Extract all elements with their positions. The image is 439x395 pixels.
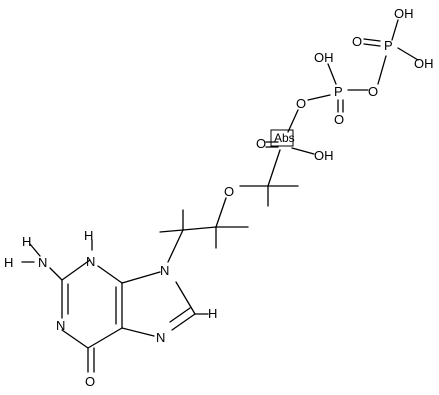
bond-n9-ch2a: [167, 229, 184, 263]
bond-bridge-o-p2: [307, 94, 331, 101]
bond-ch2a-ch2b: [182, 226, 217, 231]
bond-p1-oh: [291, 147, 315, 155]
atom-ether-o: O: [224, 184, 234, 199]
bond-p1-bridge-o: [287, 109, 299, 133]
stereo-marker-box: [270, 129, 294, 147]
bond-c8-n7-double: [169, 307, 191, 323]
bond-p3-o-double: [363, 43, 381, 47]
bond-p3-o-double-2: [363, 38, 381, 42]
atom-h-amino-left: H: [4, 255, 13, 270]
atom-p3-oh-top: OH: [394, 6, 414, 21]
atom-n3: N: [86, 254, 95, 269]
atom-h8: H: [208, 306, 217, 321]
bond-c6-c5: [87, 327, 123, 349]
atom-p2-oh: OH: [314, 50, 334, 65]
atom-n1: N: [56, 318, 65, 333]
atom-p3-o-double: O: [352, 34, 362, 49]
atom-p2-o-double: O: [334, 112, 344, 127]
bond-n1-c6: [61, 329, 89, 349]
stereo-marker: Abs: [270, 129, 295, 147]
atom-p1-o-double: O: [256, 136, 266, 151]
bond-ch2b-o: [215, 197, 227, 228]
atom-o6: O: [85, 374, 95, 389]
bond-p2-oh: [327, 63, 337, 85]
bond-n9-c8: [175, 281, 196, 315]
bonds: [21, 19, 419, 373]
bond-c2-n3: [61, 259, 91, 281]
bond-c5-n7: [121, 327, 155, 337]
atom-n9: N: [160, 263, 169, 278]
atom-p3-oh-right: OH: [414, 56, 434, 71]
atom-labels: H H N H N N O N N H O O OH O P O OH O P …: [4, 6, 434, 389]
atom-bridge-o2: O: [368, 84, 378, 99]
stereo-marker-label: Abs: [274, 131, 295, 145]
bond-bridge-o-p3: [377, 55, 387, 85]
bond-c8-n7: [171, 313, 196, 331]
bond-p3-oh-top: [391, 19, 399, 41]
bond-nh-top: [29, 243, 41, 257]
bond-ch2a-h1: [159, 229, 184, 233]
bond-n-c2: [49, 267, 63, 281]
atom-bridge-o1: O: [296, 96, 306, 111]
atom-p3: P: [384, 38, 393, 53]
bond-ch2c-p1: [267, 149, 281, 187]
atom-h3: H: [84, 228, 93, 243]
atom-p1-oh: OH: [314, 148, 334, 163]
atom-n7: N: [156, 330, 165, 345]
atom-p2: P: [334, 84, 343, 99]
bond-c4-n3: [97, 265, 123, 284]
atom-h-amino-top: H: [22, 234, 31, 249]
bond-c4-n9: [121, 271, 161, 284]
atom-n-amino: N: [38, 255, 47, 270]
bond-p3-oh-right: [397, 47, 419, 61]
